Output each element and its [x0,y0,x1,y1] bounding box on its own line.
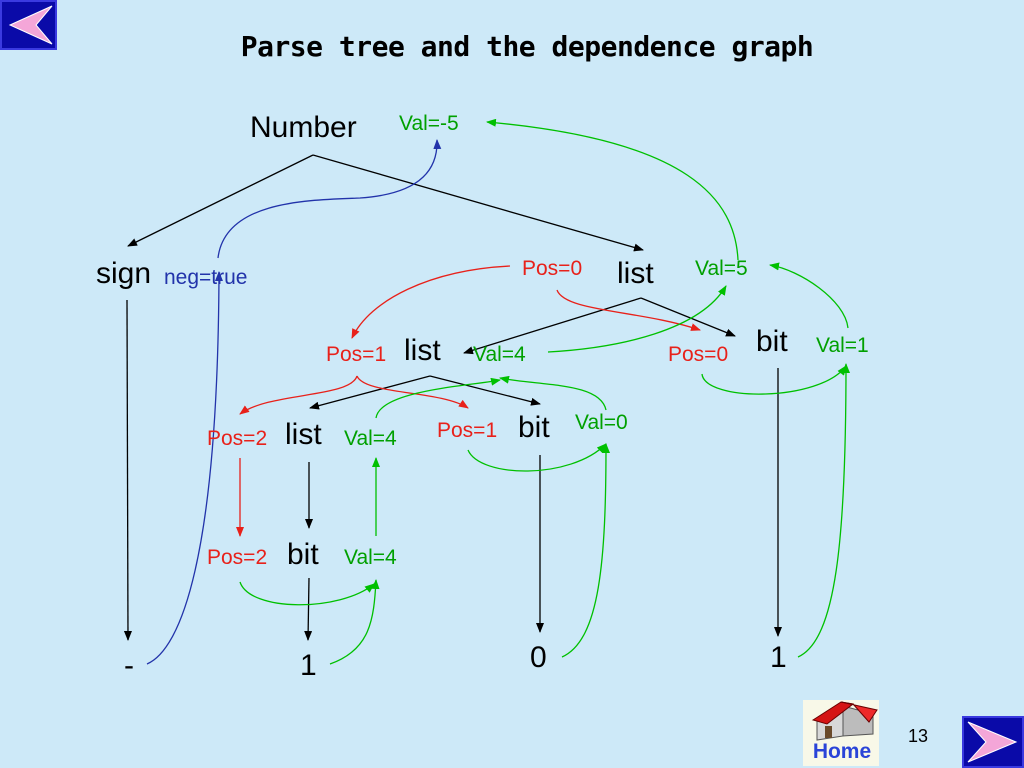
attr-list-top-val: Val=5 [695,257,748,280]
tree-edge [463,297,642,355]
neg-edge [146,271,223,665]
attr-number-val: Val=-5 [399,112,459,135]
home-label: Home [812,740,872,763]
node-list-top: list [617,257,654,290]
node-bit-right: bit [756,325,788,358]
val-edge [769,262,849,329]
right-arrow-icon [967,721,1018,763]
attr-bit-mid-val: Val=0 [575,411,628,434]
node-number: Number [250,111,357,144]
pos-edge [239,375,358,415]
tree-edge [429,375,541,406]
attr-bit-right-val: Val=1 [816,334,869,357]
pos-edge [356,375,469,409]
attr-bit-low-pos: Pos=2 [207,546,268,569]
val-edge [239,581,375,606]
next-slide-button[interactable] [962,716,1024,768]
val-edge [467,443,607,472]
neg-edge [217,139,442,259]
attr-sign-neg: neg=true [164,266,248,289]
attr-bit-right-pos: Pos=0 [668,343,729,366]
pos-edge [351,265,511,339]
attr-list-low-pos: Pos=2 [207,427,268,450]
val-edge [547,285,727,353]
val-edge [329,579,380,665]
val-edge [701,365,847,395]
leaf-zero: 0 [530,641,547,674]
tree-edge [123,299,132,641]
tree-edge [312,154,644,252]
tree-edge [127,154,314,247]
tree-edge [309,375,431,410]
previous-slide-button[interactable] [0,0,57,50]
node-bit-low: bit [287,538,319,571]
node-bit-mid: bit [518,411,550,444]
leaf-minus: - [124,649,134,682]
val-edge [486,118,739,261]
left-arrow-icon [8,5,53,45]
val-edge [375,377,501,419]
leaf-one-right: 1 [770,641,787,674]
leaf-one-left: 1 [300,649,317,682]
node-sign: sign [96,257,152,290]
attr-list-mid-pos: Pos=1 [326,343,387,366]
attr-bit-mid-pos: Pos=1 [437,419,498,442]
node-list-mid: list [404,334,441,367]
node-list-low: list [285,418,322,451]
page-number: 13 [908,726,929,746]
attr-bit-low-val: Val=4 [344,546,397,569]
slide-title: Parse tree and the dependence graph [240,30,814,63]
val-edge [499,375,607,411]
val-edge [561,443,610,658]
house-icon [811,701,878,741]
home-button[interactable]: Home [803,700,879,766]
attr-list-top-pos: Pos=0 [522,257,583,280]
tree-edge [304,577,313,641]
tree-edge [640,297,736,337]
attr-list-mid-val: Val=4 [473,343,526,366]
attr-list-low-val: Val=4 [344,427,397,450]
val-edge [797,363,850,658]
